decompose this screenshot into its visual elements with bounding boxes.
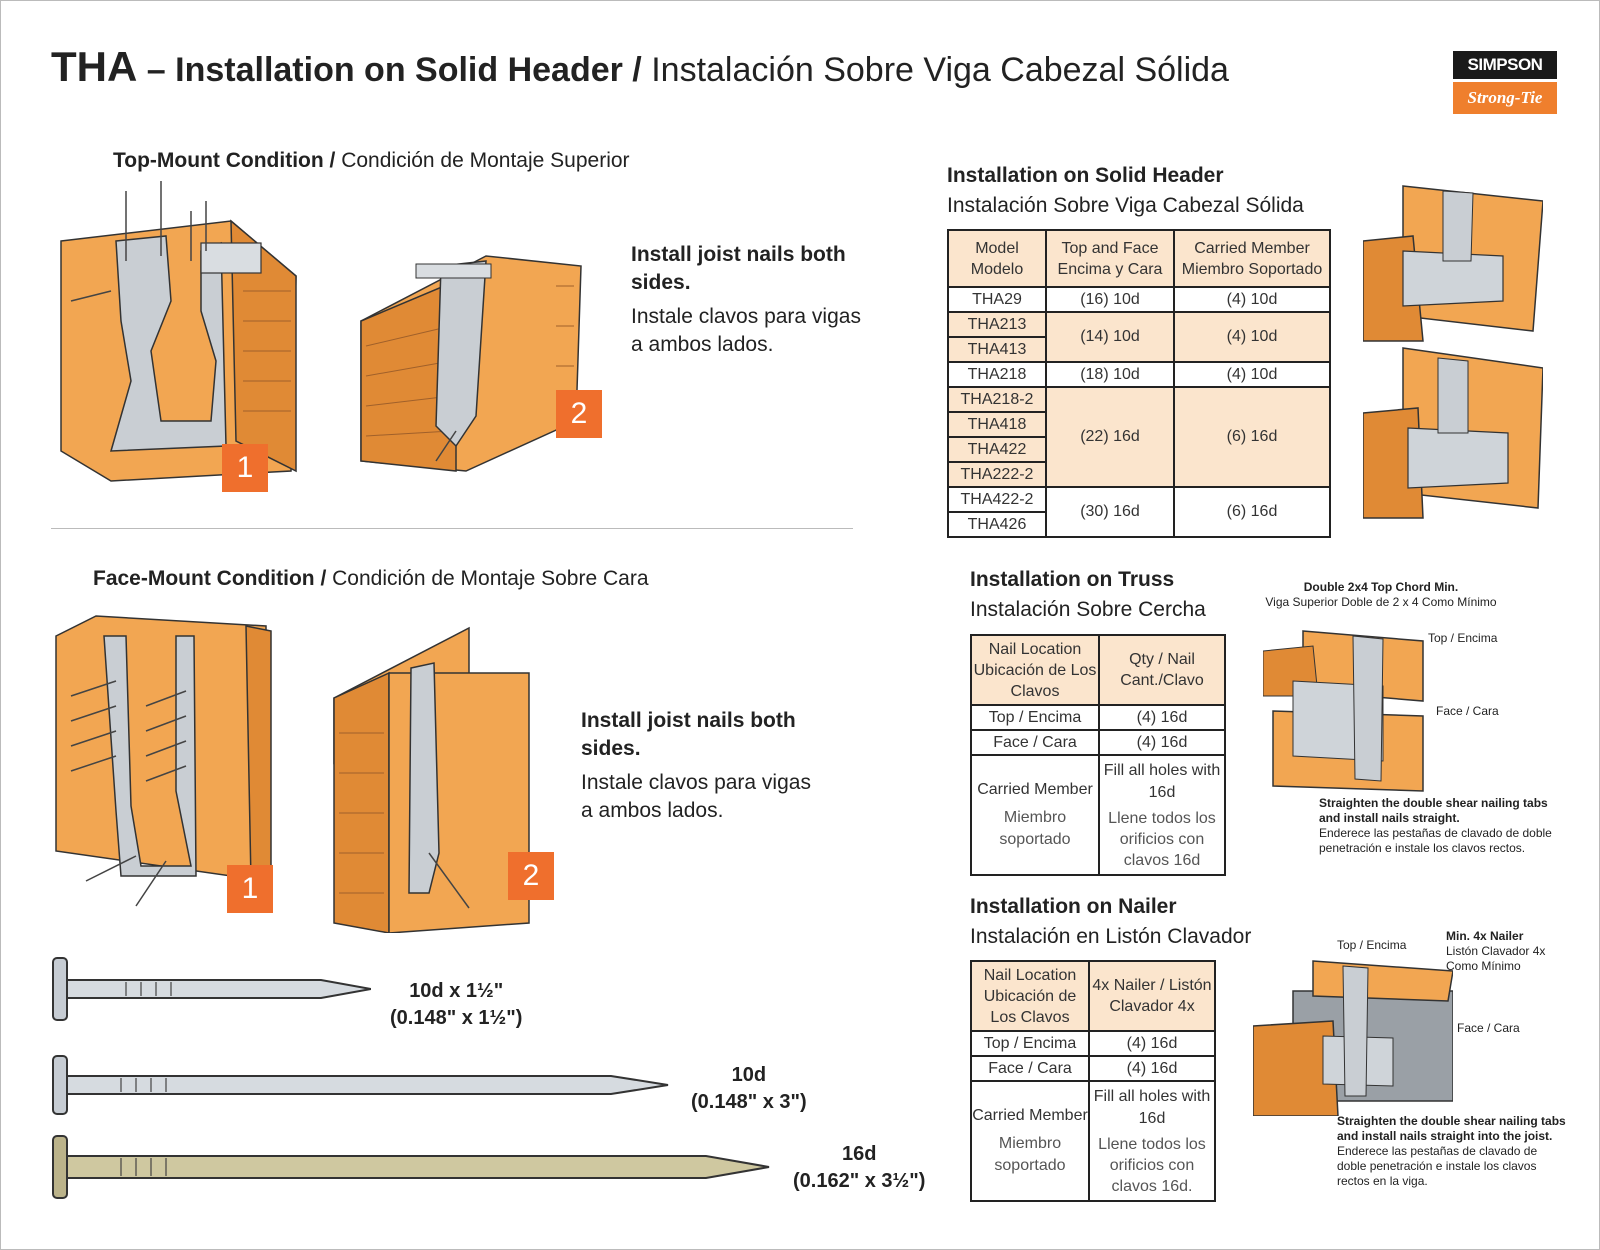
col-model: Model Modelo (947, 229, 1047, 288)
truss-top-label: Top / Encima (1428, 631, 1498, 645)
nail-10d-label: 10d (0.148" x 3") (691, 1064, 807, 1113)
table-cell: THA218 (947, 361, 1047, 388)
col-top-face: Top and Face Encima y Cara (1045, 229, 1175, 288)
table-cell: (4) 16d (1098, 704, 1226, 731)
title-english: – Installation on Solid Header / (146, 51, 642, 89)
table-cell: (30) 16d (1045, 486, 1175, 538)
face-mount-badge-1: 1 (227, 865, 273, 913)
top-mount-illustration-1 (60, 181, 297, 482)
table-cell: THA413 (947, 336, 1047, 363)
face-mount-badge-2: 2 (508, 852, 554, 900)
top-mount-badge-2: 2 (556, 390, 602, 438)
table-cell: (4) 10d (1173, 311, 1331, 363)
table-cell: THA222-2 (947, 461, 1047, 488)
nailer-top-label: Top / Encima (1337, 938, 1407, 952)
logo-strongtie: Strong-Tie (1453, 82, 1557, 114)
table-cell: (18) 10d (1045, 361, 1175, 388)
nailer-min-label: Min. 4x Nailer Listón Clavador 4x Como M… (1446, 929, 1546, 973)
nail-10d-short-label: 10d x 1½" (0.148" x 1½") (390, 980, 523, 1029)
table-cell: THA29 (947, 286, 1047, 313)
nailer-note: Straighten the double shear nailing tabs… (1337, 1114, 1566, 1188)
table-cell: THA213 (947, 311, 1047, 338)
table-cell: (22) 16d (1045, 386, 1175, 488)
table-cell: (6) 16d (1173, 486, 1331, 538)
solid-header-heading: Installation on Solid Header Instalación… (947, 164, 1304, 217)
table-cell: Carried Member Miembro soportado (970, 1080, 1090, 1202)
col-nail-location: Nail Location Ubicación de Los Clavos (970, 960, 1090, 1032)
truss-chord-label: Double 2x4 Top Chord Min. Viga Superior … (1265, 580, 1497, 609)
product-code: THA (51, 43, 138, 90)
nailer-table: Nail Location Ubicación de Los Clavos 4x… (970, 960, 1216, 1202)
table-cell: Top / Encima (970, 1030, 1090, 1057)
table-cell: Face / Cara (970, 1055, 1090, 1082)
nail-16d-icon (52, 1135, 770, 1199)
nail-10d-short-icon (52, 957, 371, 1021)
nail-16d-label: 16d (0.162" x 3½") (793, 1143, 926, 1192)
col-qty-nail: Qty / Nail Cant./Clavo (1098, 634, 1226, 706)
table-cell: THA218-2 (947, 386, 1047, 413)
solid-header-illustration-2 (1363, 347, 1543, 519)
face-mount-note: Install joist nails both sides. Instale … (581, 709, 811, 822)
table-cell: Carried Member Miembro soportado (970, 754, 1100, 876)
table-cell: THA426 (947, 511, 1047, 538)
top-mount-heading: Top-Mount Condition / Condición de Monta… (113, 149, 630, 172)
table-cell: (4) 16d (1088, 1055, 1216, 1082)
table-cell: (4) 10d (1173, 286, 1331, 313)
col-carried: Carried Member Miembro Soportado (1173, 229, 1331, 288)
table-cell: THA418 (947, 411, 1047, 438)
truss-illustration (1263, 630, 1424, 792)
table-cell: THA422 (947, 436, 1047, 463)
table-cell: (6) 16d (1173, 386, 1331, 488)
solid-header-illustration-1 (1363, 185, 1543, 342)
simpson-logo: SIMPSON Strong-Tie (1453, 51, 1557, 114)
nailer-illustration (1253, 960, 1453, 1116)
logo-simpson: SIMPSON (1453, 51, 1557, 79)
section-divider (51, 528, 853, 529)
top-mount-illustration-2 (360, 255, 582, 472)
face-mount-heading: Face-Mount Condition / Condición de Mont… (93, 567, 649, 590)
truss-face-label: Face / Cara (1436, 704, 1499, 718)
table-cell: (16) 10d (1045, 286, 1175, 313)
table-cell: (4) 10d (1173, 361, 1331, 388)
title-spanish: Instalación Sobre Viga Cabezal Sólida (651, 51, 1229, 89)
table-cell: Fill all holes with 16d Llene todos los … (1098, 754, 1226, 876)
truss-table: Nail Location Ubicación de Los Clavos Qt… (970, 634, 1226, 876)
table-cell: (4) 16d (1098, 729, 1226, 756)
table-cell: Fill all holes with 16d Llene todos los … (1088, 1080, 1216, 1202)
table-cell: THA422-2 (947, 486, 1047, 513)
table-cell: (4) 16d (1088, 1030, 1216, 1057)
face-mount-illustration-2 (333, 626, 530, 933)
top-mount-badge-1: 1 (222, 444, 268, 492)
page-title: THA – Installation on Solid Header / Ins… (51, 43, 1229, 91)
top-mount-note: Install joist nails both sides. Instale … (631, 243, 861, 356)
table-cell: Face / Cara (970, 729, 1100, 756)
truss-note: Straighten the double shear nailing tabs… (1319, 796, 1552, 855)
nail-10d-icon (52, 1055, 669, 1115)
truss-heading: Installation on Truss Instalación Sobre … (970, 568, 1206, 621)
table-cell: (14) 10d (1045, 311, 1175, 363)
nailer-heading: Installation on Nailer Instalación en Li… (970, 895, 1252, 948)
solid-header-table: Model Modelo Top and Face Encima y Cara … (947, 229, 1331, 538)
nailer-face-label: Face / Cara (1457, 1021, 1520, 1035)
col-nailer: 4x Nailer / Listón Clavador 4x (1088, 960, 1216, 1032)
col-nail-location: Nail Location Ubicación de Los Clavos (970, 634, 1100, 706)
table-cell: Top / Encima (970, 704, 1100, 731)
